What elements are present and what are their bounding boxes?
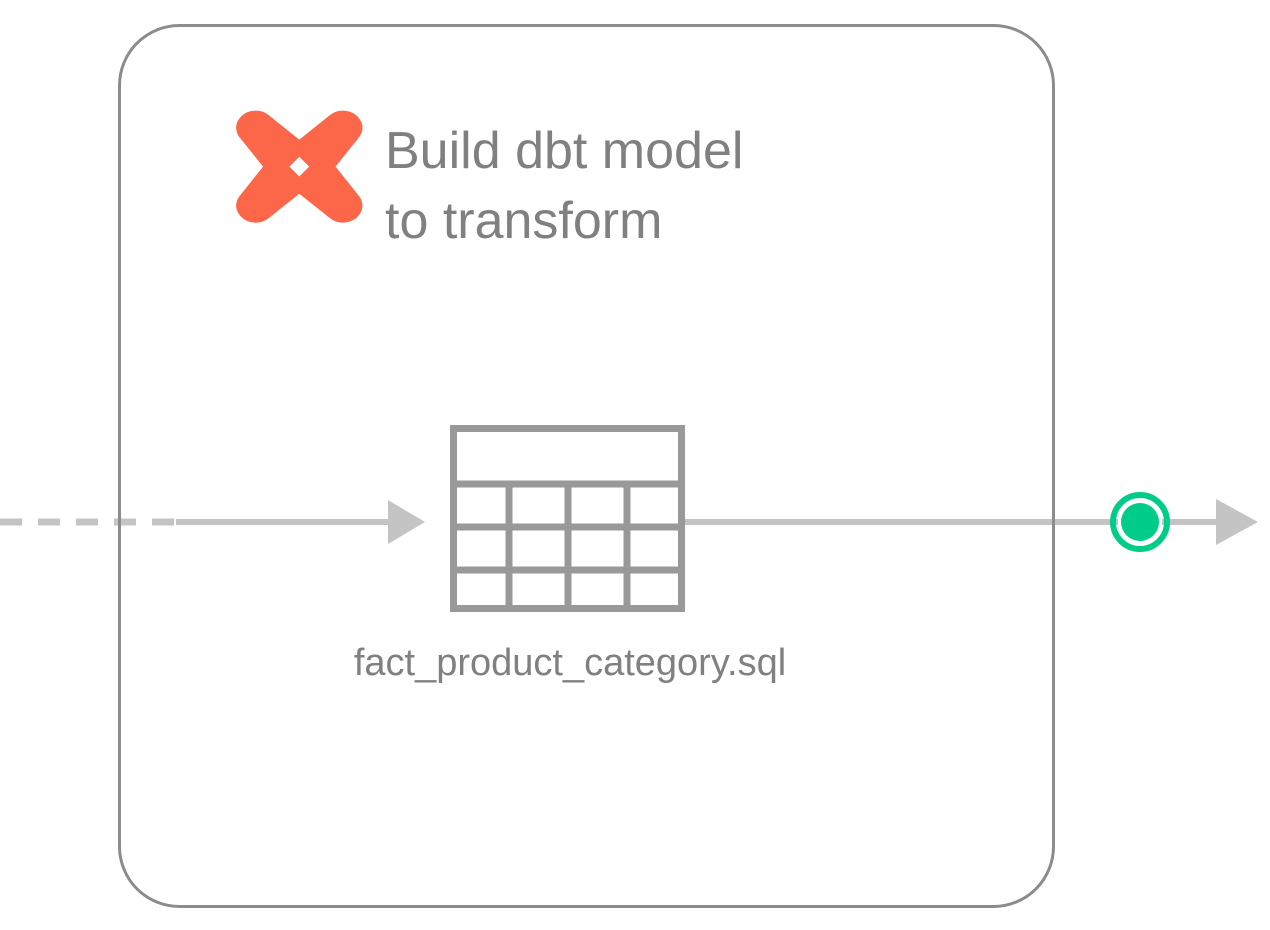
step-container[interactable] xyxy=(118,24,1055,908)
table-icon[interactable] xyxy=(450,425,685,613)
dbt-logo-icon xyxy=(236,110,363,223)
success-node[interactable] xyxy=(1110,492,1170,552)
right-arrowhead-icon xyxy=(388,500,425,544)
artifact-label: fact_product_category.sql xyxy=(353,642,787,684)
outgoing-right-arrowhead-icon xyxy=(1216,499,1258,545)
